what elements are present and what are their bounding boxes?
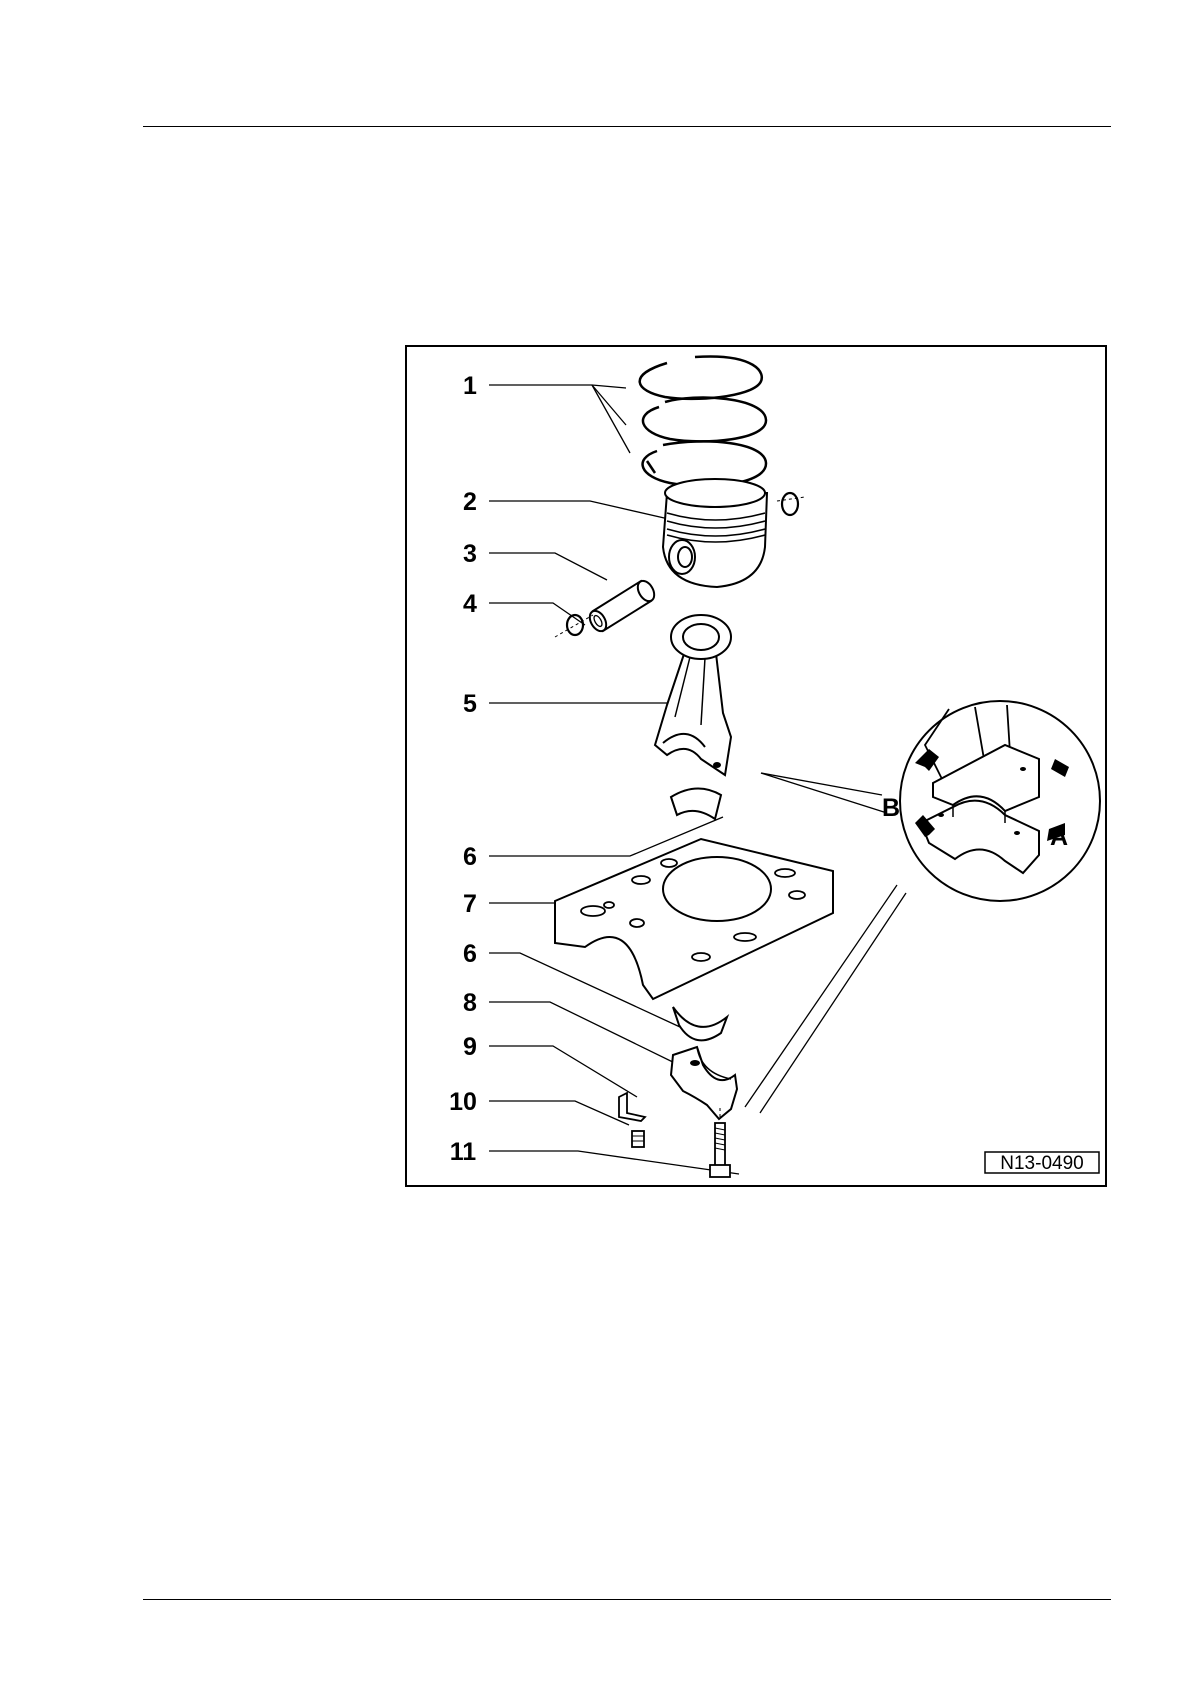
footer-rule — [143, 1599, 1111, 1600]
callout-1: 1 — [463, 372, 477, 400]
callout-8: 8 — [463, 989, 477, 1017]
header-rule — [143, 126, 1111, 127]
callout-4: 4 — [463, 590, 477, 618]
detail-label-b: B — [882, 794, 900, 822]
reference-code-box: N13-0490 — [985, 1152, 1099, 1174]
callout-9: 9 — [463, 1033, 477, 1061]
piston — [663, 479, 767, 587]
small-bolt — [632, 1131, 644, 1147]
callout-6-lower: 6 — [463, 940, 477, 968]
exploded-diagram-figure: 1 2 3 4 5 6 7 6 8 9 10 11 B A N13-0490 — [405, 345, 1107, 1187]
reference-code: N13-0490 — [1000, 1153, 1083, 1174]
callout-2: 2 — [463, 488, 477, 516]
exploded-diagram: 1 2 3 4 5 6 7 6 8 9 10 11 B A N13-0490 — [405, 345, 1107, 1187]
callout-5: 5 — [463, 690, 477, 718]
detail-view — [900, 701, 1100, 901]
callout-6-upper: 6 — [463, 843, 477, 871]
detail-label-a: A — [1050, 823, 1068, 851]
callout-11: 11 — [450, 1138, 477, 1166]
callout-3: 3 — [463, 540, 477, 568]
callout-10: 10 — [449, 1088, 477, 1116]
callout-7: 7 — [463, 890, 477, 918]
